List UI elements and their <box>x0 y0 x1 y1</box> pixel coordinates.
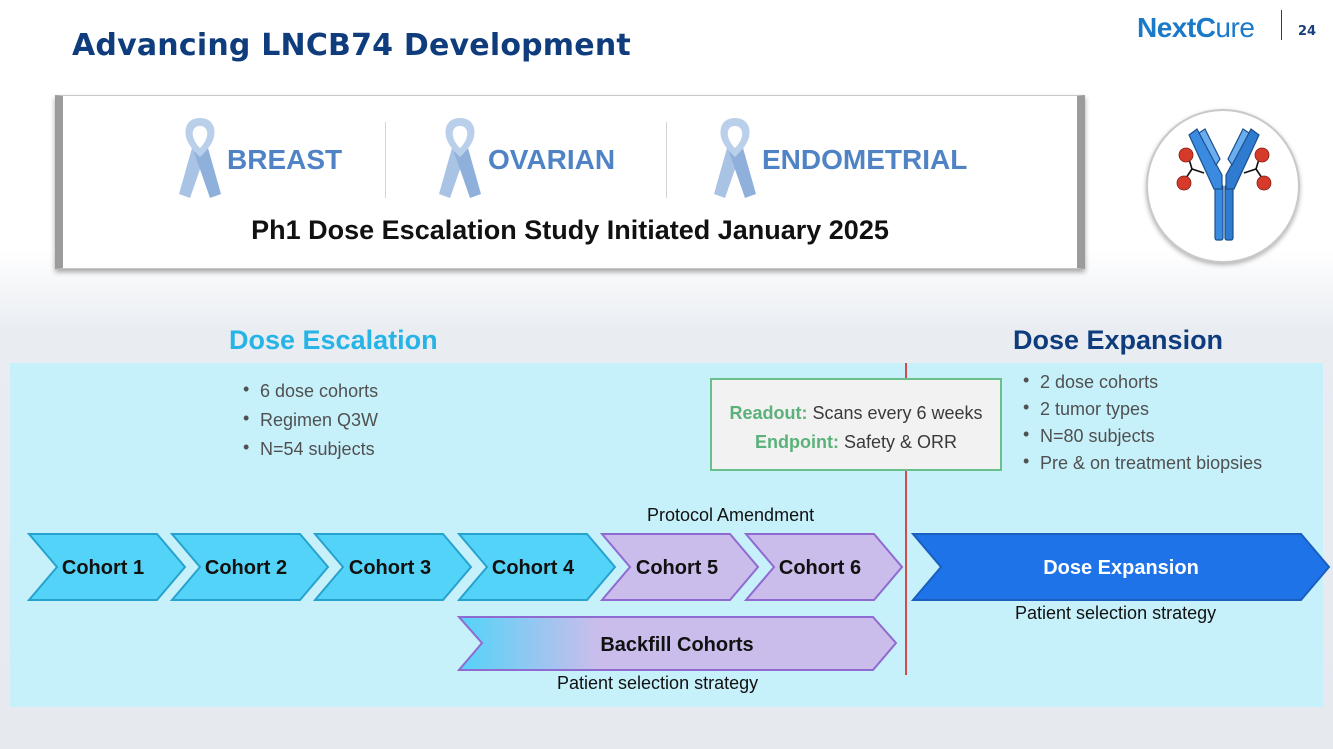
dose-expansion-label: Dose Expansion <box>1043 557 1199 579</box>
list-item: N=80 subjects <box>1020 421 1262 450</box>
cohort-2-chevron <box>169 533 330 601</box>
logo-text-bold: NextC <box>1137 12 1216 43</box>
indication-divider <box>385 122 386 198</box>
cohort-4-label: Cohort 4 <box>492 557 575 579</box>
backfill-cohorts-chevron <box>456 616 898 671</box>
antibody-icon <box>1176 128 1272 241</box>
protocol-amendment-label: Protocol Amendment <box>647 505 815 525</box>
cohort-4-chevron <box>456 533 617 601</box>
readout-text: Scans every 6 weeks <box>807 403 983 423</box>
page-title: Advancing LNCB74 Development <box>72 28 631 63</box>
endpoint-label: Endpoint: <box>754 432 839 452</box>
readout-endpoint-box: Readout: Scans every 6 weeks Endpoint: S… <box>710 378 1002 471</box>
cohort-1-chevron <box>26 533 187 601</box>
cohort-5-chevron <box>599 533 760 601</box>
awareness-ribbon-icon <box>179 118 221 198</box>
phase-divider-line <box>905 363 907 675</box>
cohort-2-label: Cohort 2 <box>205 557 287 579</box>
indications-box: BREAST OVARIAN ENDOMETRIAL <box>55 95 1085 269</box>
logo-divider <box>1281 10 1282 40</box>
list-item: 2 dose cohorts <box>1020 367 1262 396</box>
nextcure-logo: NextCure <box>1137 12 1255 44</box>
list-item: N=54 subjects <box>240 433 378 464</box>
dose-escalation-heading: Dose Escalation <box>229 325 438 355</box>
endpoint-line: Endpoint: Safety & ORR <box>712 428 1000 457</box>
logo-text-thin: ure <box>1215 12 1255 43</box>
list-item: 6 dose cohorts <box>240 375 378 406</box>
readout-label: Readout: <box>729 403 808 423</box>
indication-breast: BREAST <box>227 144 343 175</box>
expansion-selection-note: Patient selection strategy <box>1015 603 1217 623</box>
list-item: Regimen Q3W <box>240 404 378 435</box>
backfill-selection-note: Patient selection strategy <box>557 673 759 693</box>
dose-expansion-bullets: 2 dose cohorts 2 tumor types N=80 subjec… <box>1020 367 1262 477</box>
indication-divider <box>666 122 667 198</box>
cohort-3-chevron <box>312 533 473 601</box>
page-number: 24 <box>1298 24 1317 39</box>
backfill-cohorts-label: Backfill Cohorts <box>600 634 753 656</box>
awareness-ribbon-icon <box>439 118 481 198</box>
dose-escalation-bullets: 6 dose cohorts Regimen Q3W N=54 subjects <box>240 375 378 464</box>
dose-expansion-heading: Dose Expansion <box>1013 325 1224 355</box>
endpoint-text: Safety & ORR <box>838 432 958 452</box>
cohort-1-label: Cohort 1 <box>62 557 144 579</box>
list-item: 2 tumor types <box>1020 394 1262 423</box>
cohort-6-label: Cohort 6 <box>779 557 861 579</box>
dose-expansion-chevron <box>910 533 1331 601</box>
indication-ovarian: OVARIAN <box>488 144 616 175</box>
antibody-badge <box>1146 109 1300 263</box>
cohort-3-label: Cohort 3 <box>349 557 431 579</box>
readout-line: Readout: Scans every 6 weeks <box>712 399 1000 428</box>
cohort-6-chevron <box>743 533 904 601</box>
indication-endometrial: ENDOMETRIAL <box>762 144 968 175</box>
cohort-5-label: Cohort 5 <box>636 557 718 579</box>
awareness-ribbon-icon <box>714 118 756 198</box>
list-item: Pre & on treatment biopsies <box>1020 448 1262 477</box>
study-heading: Ph1 Dose Escalation Study Initiated Janu… <box>251 215 889 245</box>
